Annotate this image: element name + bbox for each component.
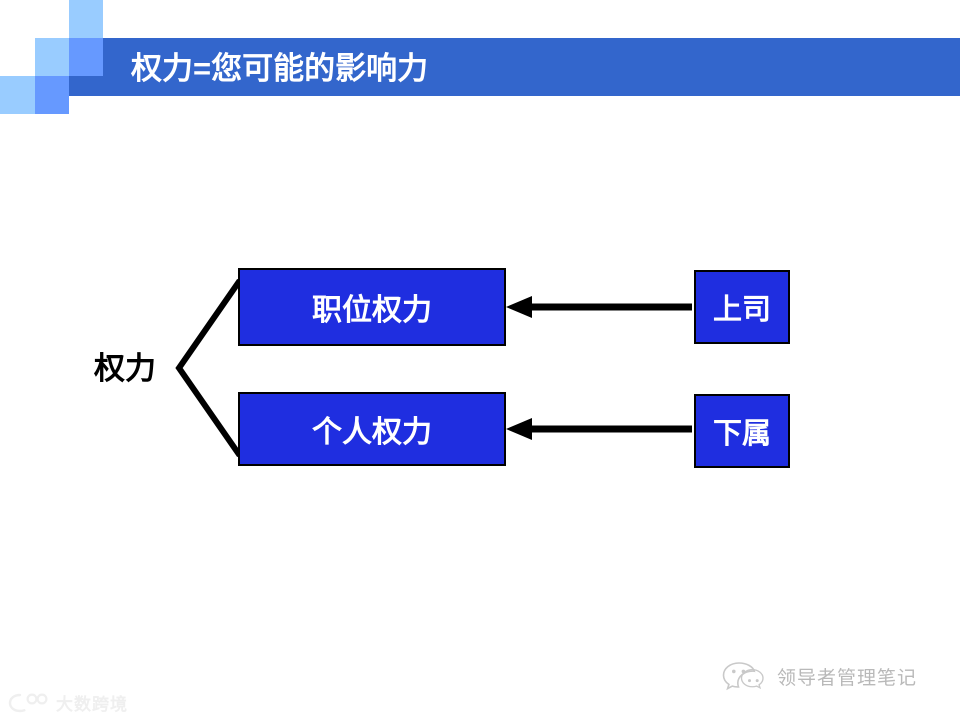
node-power-position[interactable]: 职位权力 xyxy=(238,268,506,346)
header-decor-square-3 xyxy=(35,38,69,76)
wechat-watermark: 领导者管理笔记 xyxy=(722,659,917,693)
wechat-icon xyxy=(722,662,764,691)
dashujingjing-logo-icon xyxy=(8,692,48,712)
node-power-position-label: 职位权力 xyxy=(312,294,432,327)
node-boss-label: 上司 xyxy=(712,294,771,326)
header-decor-square-5 xyxy=(35,76,69,114)
brand-watermark-text: 大数跨境 xyxy=(56,695,128,714)
header-decor-square-4 xyxy=(0,76,35,114)
node-subordinate[interactable]: 下属 xyxy=(694,394,790,468)
diagram-root-label: 权力 xyxy=(94,351,156,386)
header-decor-square-2 xyxy=(69,38,103,76)
wechat-watermark-text: 领导者管理笔记 xyxy=(777,667,918,689)
arrow-boss-to-position xyxy=(506,296,692,318)
brand-watermark: 大数跨境 xyxy=(8,690,128,715)
node-boss[interactable]: 上司 xyxy=(694,270,790,344)
arrow-subordinate-to-personal xyxy=(506,418,692,440)
header-decor-square-1 xyxy=(69,0,103,38)
slide-title: 权力=您可能的影响力 xyxy=(131,51,429,86)
header-decor-square-6 xyxy=(69,76,103,96)
node-power-personal-label: 个人权力 xyxy=(312,416,432,449)
node-subordinate-label: 下属 xyxy=(712,418,771,450)
header-bar xyxy=(69,38,960,96)
node-power-personal[interactable]: 个人权力 xyxy=(238,392,506,466)
power-branch-bracket xyxy=(175,278,243,458)
